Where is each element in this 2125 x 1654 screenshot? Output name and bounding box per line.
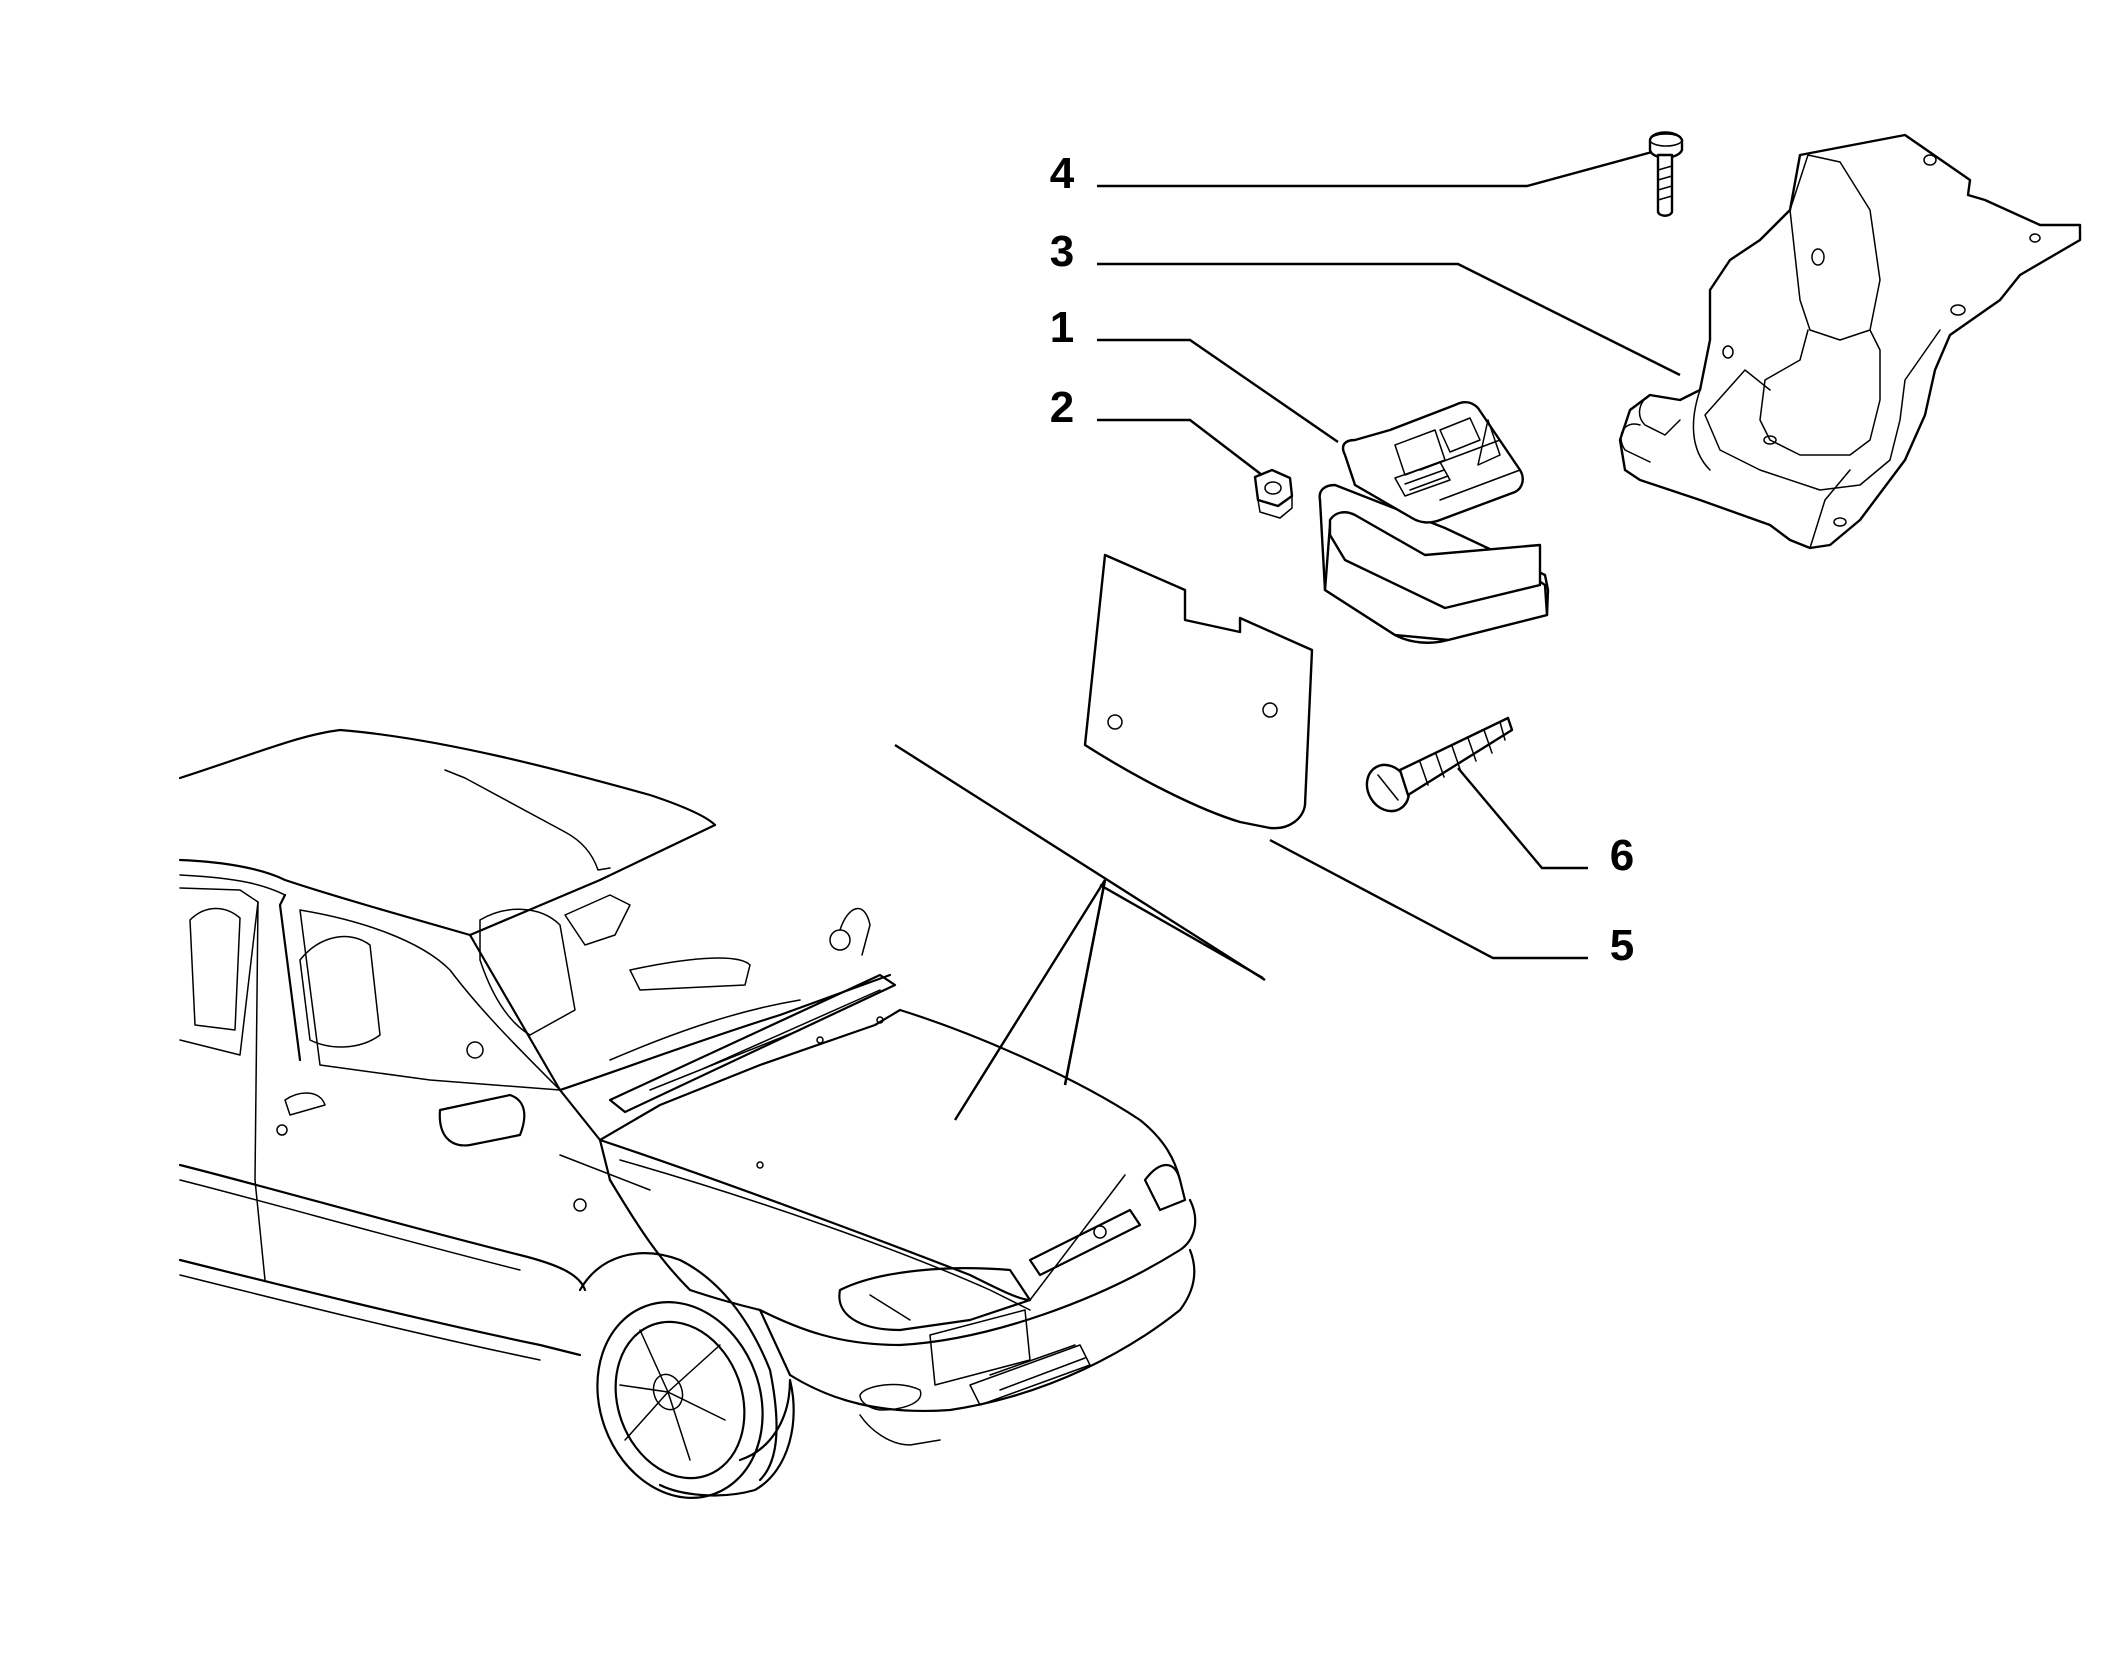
part-1-control-unit xyxy=(1318,400,1550,644)
part-6-screw xyxy=(1365,716,1514,813)
callout-2: 2 xyxy=(1050,383,1074,432)
leader-3 xyxy=(1097,262,1681,377)
leader-5 xyxy=(1269,838,1588,960)
car-illustration xyxy=(178,728,1197,1499)
part-3-bracket xyxy=(1618,133,2082,550)
callout-4: 4 xyxy=(1050,149,1075,198)
callout-labels: 4 3 1 2 6 5 xyxy=(1050,149,1634,970)
leader-4 xyxy=(1097,150,1653,188)
callout-3: 3 xyxy=(1050,227,1074,276)
leader-lines xyxy=(1097,150,1681,960)
callout-6: 6 xyxy=(1610,831,1634,880)
hood-pointer-lines xyxy=(894,743,1266,1121)
leader-1 xyxy=(1097,338,1339,443)
leader-6 xyxy=(1457,767,1588,870)
part-4-bolt xyxy=(1648,131,1684,217)
leader-2 xyxy=(1097,418,1263,476)
callout-5: 5 xyxy=(1610,921,1634,970)
callout-1: 1 xyxy=(1050,303,1074,352)
part-2-nut xyxy=(1253,468,1294,519)
part-5-pad xyxy=(1083,553,1314,830)
